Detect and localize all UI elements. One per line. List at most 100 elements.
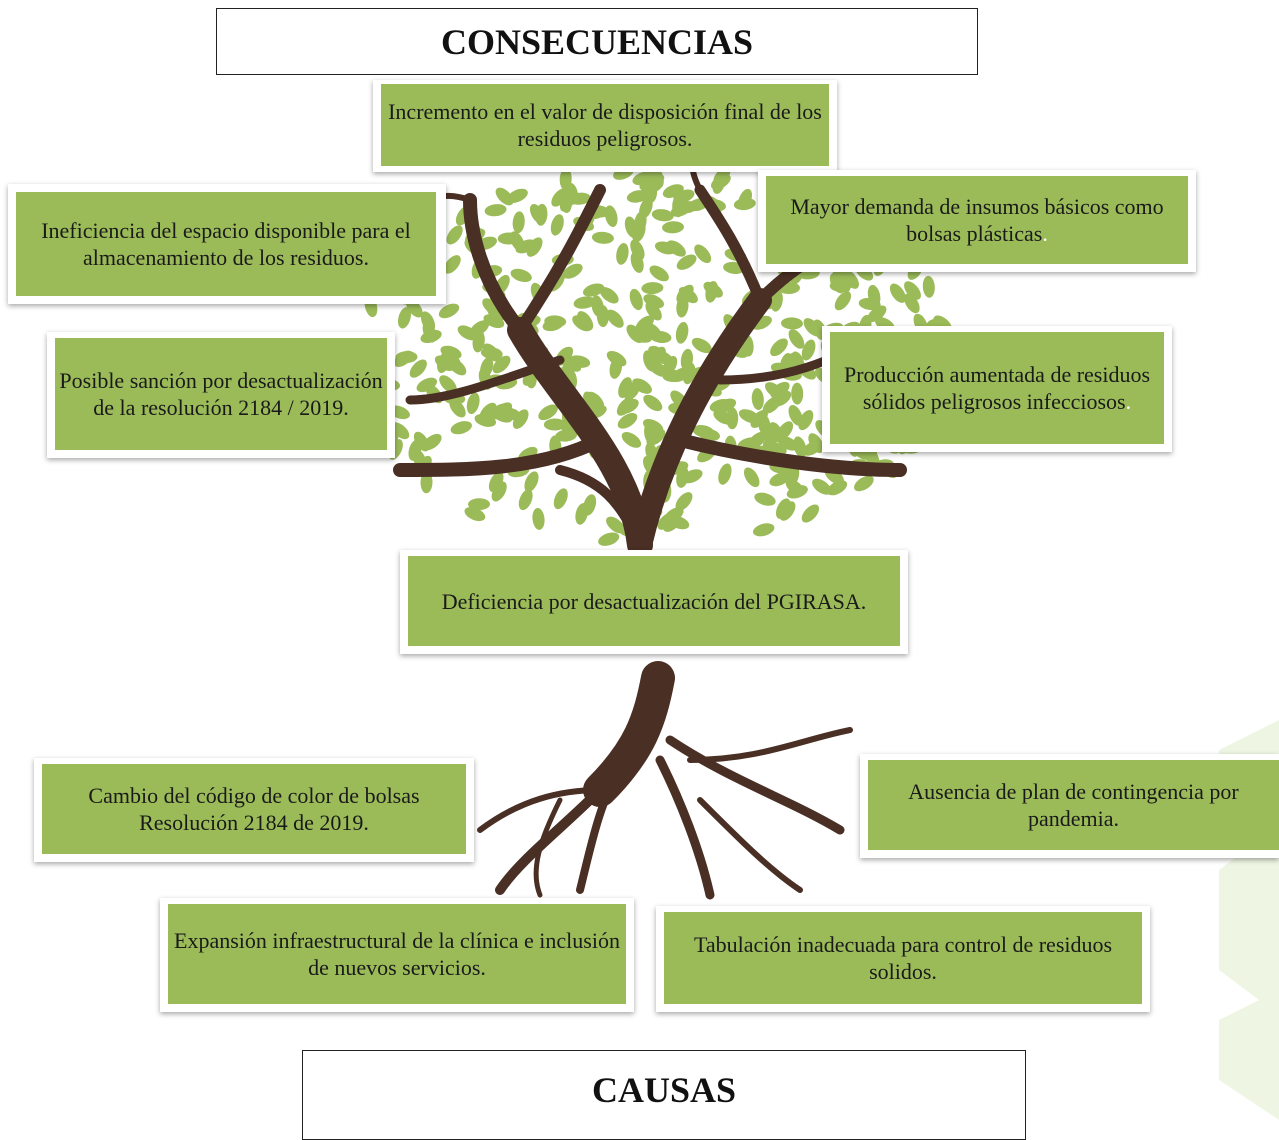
leaf <box>438 303 460 319</box>
leaf <box>751 388 764 411</box>
leaf <box>867 305 887 322</box>
leaf <box>573 296 596 309</box>
leaf <box>551 188 569 207</box>
leaf <box>802 440 823 456</box>
leaf <box>672 195 685 218</box>
leaf <box>643 294 665 309</box>
leaf <box>440 345 462 360</box>
leaf <box>743 467 760 488</box>
consequence-text: Incremento en el valor de disposición fi… <box>381 84 829 166</box>
leaf <box>904 293 920 314</box>
leaf <box>617 412 638 429</box>
leaf <box>768 422 784 443</box>
leaf <box>466 392 480 415</box>
leaf <box>922 275 935 298</box>
leaf <box>644 422 657 445</box>
leaf <box>904 281 921 300</box>
leaf <box>630 239 645 261</box>
leaf <box>395 351 418 364</box>
leaf <box>803 318 821 337</box>
leaf <box>489 403 509 420</box>
leaf <box>538 404 558 421</box>
leaf <box>754 492 776 506</box>
cause-text: Expansión infraestructural de la clínica… <box>168 904 626 1004</box>
leaf <box>616 243 629 265</box>
leaf <box>630 329 653 343</box>
leaf <box>798 410 814 431</box>
leaf <box>858 297 881 310</box>
cause-text: Cambio del código de color de bolsas Res… <box>42 764 466 854</box>
leaf <box>632 171 654 186</box>
leaf <box>599 286 619 304</box>
leaf <box>479 402 497 422</box>
leaf <box>524 471 539 493</box>
leaf <box>509 231 525 252</box>
leaf <box>553 488 568 510</box>
consequence-card-mid-left: Posible sanción por desactualización de … <box>47 332 395 458</box>
consequence-text: Mayor demanda de insumos básicos como bo… <box>766 176 1188 264</box>
leaf <box>770 381 790 399</box>
leaf <box>591 295 604 318</box>
leaf <box>529 204 546 224</box>
leaf <box>769 472 791 487</box>
leaf <box>649 330 672 344</box>
consequence-text: Ineficiencia del espacio disponible para… <box>16 192 436 296</box>
leaf <box>618 398 639 414</box>
leaf <box>718 463 732 485</box>
leaf <box>676 295 689 318</box>
leaf <box>484 204 507 217</box>
leaf <box>518 489 533 511</box>
cause-card-bottom-left: Expansión infraestructural de la clínica… <box>160 898 634 1012</box>
leaf <box>678 287 698 304</box>
leaf <box>447 358 467 376</box>
leaf <box>512 409 529 429</box>
leaf <box>643 394 663 412</box>
leaf <box>572 315 592 332</box>
leaf <box>621 431 642 448</box>
leaf <box>562 263 583 279</box>
leaf <box>598 532 620 546</box>
leaf <box>443 255 461 274</box>
leaf <box>618 377 633 399</box>
leaf <box>420 311 436 333</box>
cause-card-left: Cambio del código de color de bolsas Res… <box>34 758 474 862</box>
leaf <box>680 348 694 371</box>
leaf <box>709 398 732 413</box>
leaf <box>468 498 490 511</box>
leaf <box>713 409 734 425</box>
leaf <box>606 309 624 328</box>
leaf <box>629 288 643 311</box>
leaf <box>801 504 820 523</box>
leaf <box>827 480 848 496</box>
leaf <box>830 276 851 293</box>
cause-card-right: Ausencia de plan de contingencia por pan… <box>860 754 1279 858</box>
leaf <box>654 241 677 255</box>
leaf <box>624 216 638 238</box>
cause-text: Tabulación inadecuada para control de re… <box>664 912 1142 1004</box>
leaf <box>703 281 723 298</box>
consequence-card-top-center: Incremento en el valor de disposición fi… <box>373 80 837 172</box>
leaf <box>770 338 788 357</box>
leaf <box>801 339 816 361</box>
leaf <box>662 355 678 377</box>
leaf <box>450 421 472 435</box>
leaf <box>752 523 775 537</box>
consequences-heading: CONSECUENCIAS <box>216 8 978 75</box>
leaf <box>657 512 676 530</box>
leaf <box>691 337 712 354</box>
leaf <box>550 214 564 236</box>
leaf <box>543 418 566 431</box>
leaf <box>779 501 796 521</box>
leaf <box>670 367 692 382</box>
leaf <box>635 315 654 333</box>
leaf <box>561 356 580 375</box>
leaf <box>632 378 652 394</box>
leaf <box>812 478 832 495</box>
leaf <box>532 507 545 530</box>
leaf <box>738 188 753 210</box>
leaf <box>842 269 859 289</box>
consequence-card-top-left: Ineficiencia del espacio disponible para… <box>8 184 446 304</box>
leaf <box>449 398 466 418</box>
leaf <box>446 225 463 245</box>
causes-heading: CAUSAS <box>302 1050 1026 1140</box>
